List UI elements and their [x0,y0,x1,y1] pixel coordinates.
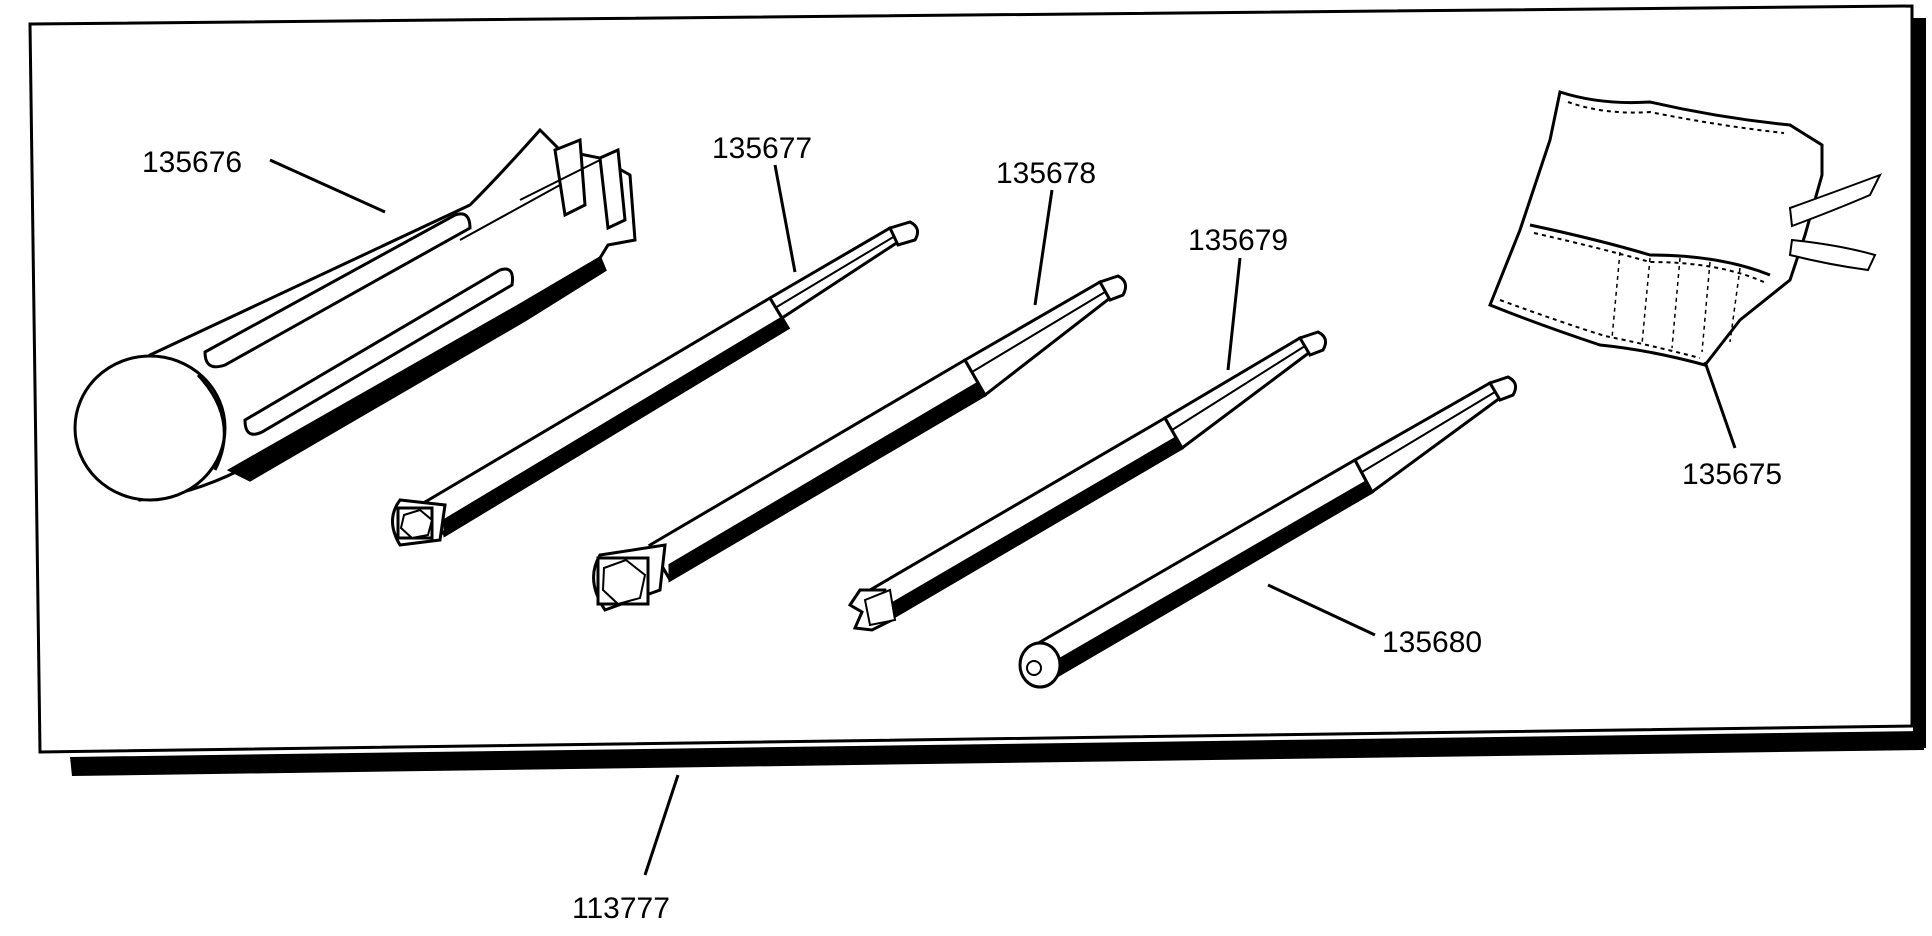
leader-113777 [643,774,680,876]
pouch-135675 [1488,90,1883,367]
leader-135675 [1703,361,1737,449]
panel-shadow-right [1913,18,1926,748]
shaft-135678 [592,274,1128,612]
panel-shadow-bottom [70,731,1924,776]
shaft-135677 [391,220,920,547]
handle-135676 [73,127,637,502]
leader-135676 [269,158,386,214]
leader-135678 [1033,189,1054,306]
label-135677: 135677 [712,132,812,165]
label-135678: 135678 [996,157,1096,190]
label-135679: 135679 [1188,224,1288,257]
shaft-135680 [1018,375,1518,689]
label-135675: 135675 [1682,458,1782,491]
leader-135680 [1267,583,1376,637]
label-135676: 135676 [142,146,242,179]
label-113777: 113777 [572,892,670,925]
shaft-135679 [847,330,1328,632]
leader-135679 [1226,257,1242,371]
label-135680: 135680 [1382,626,1482,659]
leader-135677 [773,164,797,273]
